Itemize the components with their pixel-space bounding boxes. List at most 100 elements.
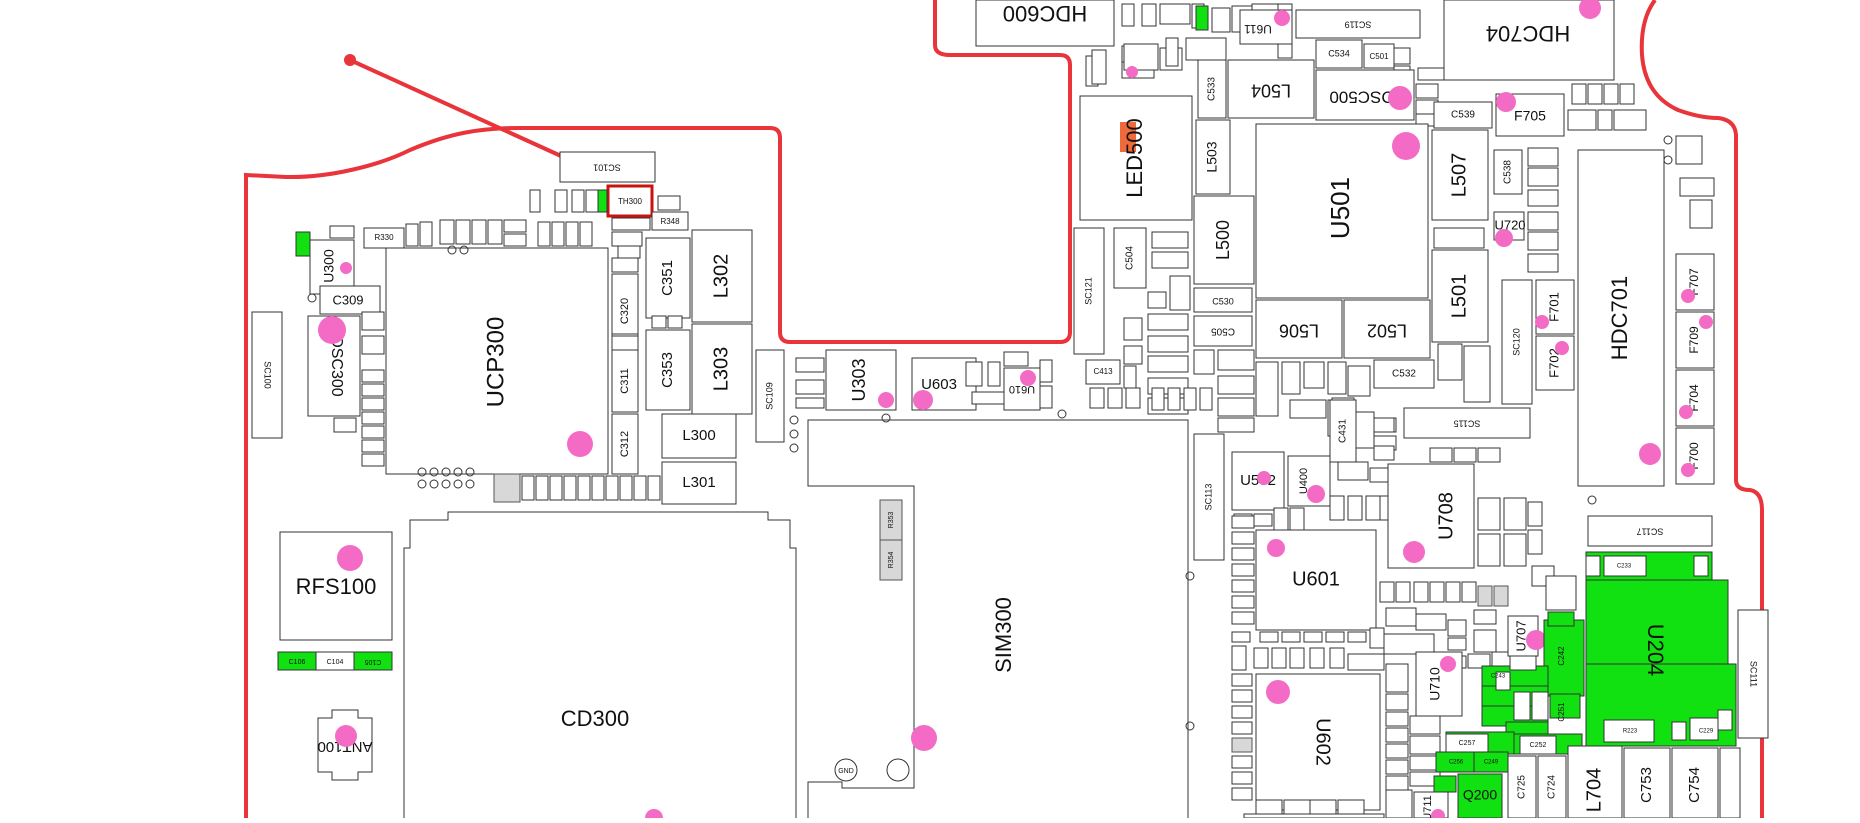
component-ucp300[interactable]: UCP300 [385,247,609,475]
component-l303[interactable]: L303 [691,323,753,415]
component-c539[interactable]: C539 [1433,101,1493,129]
component-rfs100[interactable]: RFS100 [279,531,393,641]
component-osc500[interactable]: OSC500 [1315,69,1415,121]
component-hdc600[interactable]: HDC600 [975,0,1115,47]
component-c309[interactable]: C309 [319,285,381,315]
component-u602[interactable]: U602 [1255,673,1381,811]
component-l500[interactable]: L500 [1193,195,1255,285]
connector-sc109[interactable]: SC109 [755,349,785,443]
svg-text:C104: C104 [327,659,344,666]
connector-sc111[interactable]: SC111 [1737,609,1769,739]
component-label: F701 [1546,292,1561,322]
component-u710[interactable]: U710 [1415,651,1463,717]
component-ant100[interactable]: ANT100 [317,709,373,781]
component-label: OSC500 [1329,88,1394,107]
component-u708[interactable]: U708 [1387,463,1475,569]
component-f707[interactable]: F707 [1675,253,1715,311]
component-sim300[interactable]: SIM300 GND R353 R354 [807,419,1189,818]
passive-row-hdc704: C534 C501 [1315,39,1445,83]
connector-sc113[interactable]: SC113 [1193,433,1225,561]
component-f702[interactable]: F702 [1535,335,1575,391]
component-u603[interactable]: U603 [911,357,977,411]
component-l502[interactable]: L502 [1343,299,1431,359]
component-l503[interactable]: L503 [1195,119,1231,195]
component-u300[interactable]: U300 [309,239,355,295]
component-c725[interactable]: C725 [1507,755,1537,819]
component-f704[interactable]: F704 [1675,369,1715,427]
component-u303[interactable]: U303 [825,349,897,411]
component-l302[interactable]: L302 [691,229,753,323]
component-c754[interactable]: C754 [1671,747,1719,819]
component-l301[interactable]: L301 [661,461,737,505]
connector-sc101[interactable]: SC101 [559,151,656,183]
component-c351[interactable]: C351 [645,237,691,319]
svg-text:C229: C229 [1699,729,1714,735]
component-label: CD300 [561,706,629,731]
test-via-row-ucp300 [307,245,475,489]
component-f709[interactable]: F709 [1675,311,1715,369]
component-c538[interactable]: C538 [1493,149,1523,195]
component-l300[interactable]: L300 [661,413,737,459]
board-outline-left [244,0,1072,818]
green-cluster-labels: C242 C251 C243 R223 C233 C229 C256 C249 [1449,564,1714,766]
component-u501[interactable]: U501 [1255,123,1429,299]
component-l506[interactable]: L506 [1255,299,1343,359]
component-q200[interactable]: Q200 [1433,773,1503,819]
connector-sc119[interactable]: SC119 [1295,9,1421,39]
component-l504[interactable]: L504 [1227,59,1315,119]
component-l507[interactable]: L507 [1431,129,1489,221]
component-label: C353 [659,352,676,388]
component-label: L300 [682,427,715,444]
component-c353[interactable]: C353 [645,329,691,411]
component-c533[interactable]: C533 [1197,59,1227,119]
component-u204[interactable]: U204 [1643,624,1668,677]
passive-cluster-c415 [1233,417,1395,531]
connector-sc120[interactable]: SC120 [1501,279,1533,405]
component-f700[interactable]: F700 [1675,427,1715,485]
component-c311[interactable]: C311 [611,349,639,413]
component-c724[interactable]: C724 [1537,755,1567,819]
component-label: U400 [1298,468,1310,494]
component-label: U708 [1435,492,1457,540]
component-u610[interactable]: U610 [1003,367,1041,411]
component-u400[interactable]: U400 [1287,455,1331,507]
component-u502[interactable]: U502 [1231,451,1285,511]
component-l704[interactable]: L704 [1567,745,1623,819]
component-hdc704[interactable]: HDC704 [1443,0,1615,81]
component-label: U603 [921,376,957,393]
component-label: U204 [1643,624,1668,677]
component-c312[interactable]: C312 [611,413,639,475]
component-osc300[interactable]: OSC300 [307,315,361,417]
connector-sc117[interactable]: SC117 [1587,515,1713,547]
component-th300[interactable]: TH300 [606,184,654,218]
component-u711[interactable]: U711 [1413,791,1449,823]
component-u601[interactable]: U601 [1255,529,1377,631]
component-f705[interactable]: F705 [1495,92,1565,137]
component-c504[interactable]: C504 [1113,227,1147,289]
component-label: F704 [1687,384,1701,412]
svg-text:C532: C532 [1392,369,1416,380]
component-c753[interactable]: C753 [1623,747,1671,819]
component-c431[interactable]: C431 [1329,399,1357,463]
component-label: F702 [1546,348,1561,378]
component-u611[interactable]: U611 [1239,9,1293,45]
component-label: RFS100 [296,574,377,599]
passive-column-c707 [1527,147,1559,273]
svg-text:C252: C252 [1530,742,1547,749]
component-label: U602 [1312,718,1334,766]
svg-text:C530: C530 [1212,296,1234,306]
component-u707[interactable]: U707 [1507,615,1546,657]
component-l501[interactable]: L501 [1431,249,1489,343]
connector-sc115[interactable]: SC115 [1403,407,1531,439]
connector-sc121[interactable]: SC121 [1073,227,1105,355]
component-label: C309 [332,292,363,307]
svg-text:R354: R354 [888,552,895,569]
component-cd300[interactable]: CD300 [403,511,797,823]
connector-sc100[interactable]: SC100 [251,311,283,439]
component-hdc701[interactable]: HDC701 [1577,149,1665,487]
component-led500[interactable]: LED500 [1079,95,1193,221]
component-u720[interactable]: U720 [1493,211,1526,247]
component-f701[interactable]: F701 [1535,279,1575,335]
component-label: C724 [1547,775,1558,799]
component-label: U711 [1422,795,1434,818]
